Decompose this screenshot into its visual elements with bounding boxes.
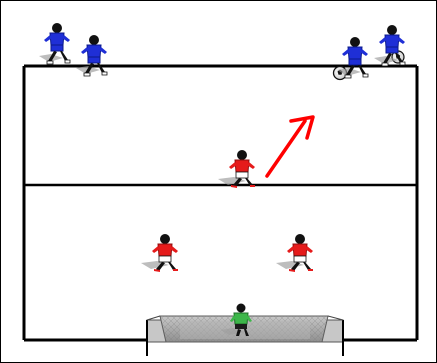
- attacker-player-icon: [76, 35, 108, 77]
- attacker-player-icon: [374, 25, 406, 67]
- run-arrow-icon: [265, 115, 315, 178]
- defender-player-icon: [276, 234, 313, 272]
- attacker-player-icon: [337, 37, 369, 79]
- defender-player-icon: [218, 150, 255, 188]
- defender-player-icon: [141, 234, 178, 272]
- attacker-player-icon: [39, 23, 71, 65]
- goalkeeper-player-icon: [221, 303, 252, 336]
